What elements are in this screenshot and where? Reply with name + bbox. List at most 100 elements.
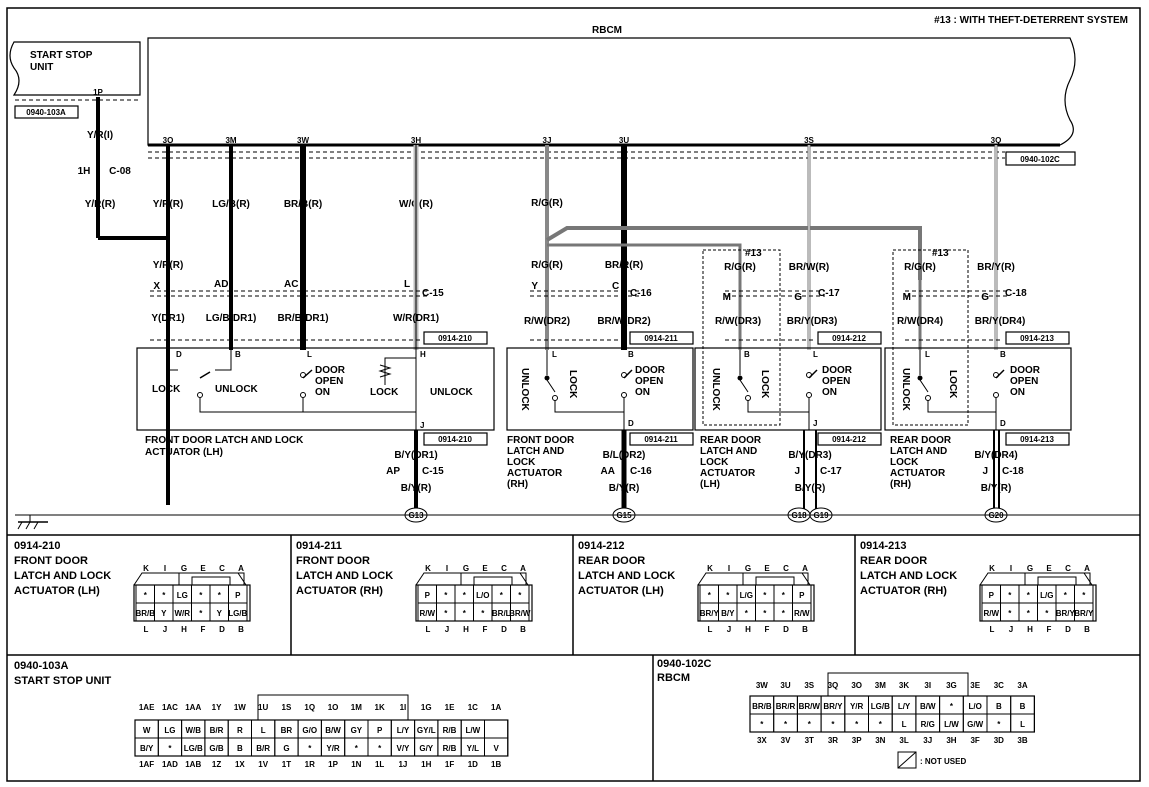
- pin-label: E: [1046, 564, 1052, 573]
- lh-pin-b: B: [235, 350, 241, 359]
- rr-label-2: LATCH AND: [890, 446, 947, 457]
- ssu-title-1: START STOP: [30, 50, 93, 61]
- pin-label: 1H: [421, 760, 431, 769]
- pin-label: L: [990, 625, 995, 634]
- pin-color: *: [1008, 609, 1012, 618]
- rh-out-jc: C-16: [630, 466, 652, 477]
- rh-label-1: FRONT DOOR: [507, 435, 575, 446]
- rl-label-1: REAR DOOR: [700, 435, 762, 446]
- connector-name: REAR DOOR: [578, 555, 645, 567]
- pin-label: 3X: [757, 736, 767, 745]
- rl-label-4: ACTUATOR: [700, 468, 756, 479]
- rl-conn: 0914-212: [832, 334, 866, 343]
- pin-label: K: [143, 564, 149, 573]
- pin-color: *: [355, 744, 359, 753]
- connector-name: ACTUATOR (LH): [14, 585, 100, 597]
- pin-label: 1U: [258, 703, 268, 712]
- rbcm-pin-3s: 3S: [804, 136, 814, 145]
- pin-color: P: [989, 591, 995, 600]
- rr-jp2: G: [981, 292, 989, 303]
- pin-color: B/R: [210, 726, 224, 735]
- lh-actuator-box: [136, 347, 495, 431]
- pin-label: E: [482, 564, 488, 573]
- rbcm-pin-3j: 3J: [543, 136, 552, 145]
- rh-pin-d: D: [628, 419, 634, 428]
- pin-label: 1AE: [139, 703, 155, 712]
- pin-color: *: [168, 744, 172, 753]
- pin-color: B/Y: [140, 744, 154, 753]
- rh-pin-l: L: [552, 350, 557, 359]
- rl-label-3: LOCK: [700, 457, 729, 468]
- pin-label: 3T: [805, 736, 814, 745]
- ssu-name: START STOP UNIT: [14, 675, 111, 687]
- pin-color: B: [996, 702, 1002, 711]
- pin-color: *: [199, 609, 203, 618]
- pin-label: 1V: [258, 760, 268, 769]
- pin-label: 1T: [282, 760, 291, 769]
- pin-label: F: [483, 625, 488, 634]
- pin-color: R/W: [983, 609, 999, 618]
- pin-label: 3O: [851, 681, 862, 690]
- pin-label: H: [1027, 625, 1033, 634]
- pin-label: 1P: [328, 760, 338, 769]
- ssu-connector-id: 0940-103A: [26, 108, 66, 117]
- pin-color: *: [997, 720, 1001, 729]
- lh-out2: B/Y(R): [401, 483, 432, 494]
- pin-label: K: [989, 564, 995, 573]
- rh-actuator-box: [506, 347, 694, 431]
- pin-color: G/O: [302, 726, 317, 735]
- lh-out-jc: C-15: [422, 466, 444, 477]
- rl-jp2: G: [794, 292, 802, 303]
- connector-code: 0914-212: [578, 540, 625, 552]
- pin-label: C: [1065, 564, 1071, 573]
- rl-label-2: LATCH AND: [700, 446, 757, 457]
- pin-color: *: [444, 591, 448, 600]
- rr-label-1: REAR DOOR: [890, 435, 952, 446]
- rbcm-pin-3w: 3W: [297, 136, 309, 145]
- lh-lw3: BR/B(DR1): [277, 313, 328, 324]
- rh-wt2: BR/R(R): [605, 260, 643, 271]
- lh-lock2: LOCK: [370, 387, 399, 398]
- pin-label: I: [446, 564, 448, 573]
- pin-color: *: [782, 609, 786, 618]
- rbcm-pin-3h: 3H: [411, 136, 421, 145]
- pin-color: *: [481, 609, 485, 618]
- pin-color: *: [1082, 591, 1086, 600]
- pin-label: J: [727, 625, 731, 634]
- pin-label: C: [501, 564, 507, 573]
- pin-label: 1Z: [212, 760, 221, 769]
- rh-jp2: C: [612, 281, 619, 292]
- pin-color: *: [378, 744, 382, 753]
- pin-label: 1E: [445, 703, 455, 712]
- pin-label: L: [708, 625, 713, 634]
- rbcm-pin-3o: 3O: [163, 136, 174, 145]
- pin-color: *: [760, 720, 764, 729]
- pin-color: W/R: [174, 609, 190, 618]
- connector-name: LATCH AND LOCK: [14, 570, 111, 582]
- pin-label: 1Y: [212, 703, 222, 712]
- rr-pin-d: D: [1000, 419, 1006, 428]
- pin-label: A: [802, 564, 808, 573]
- rbcm-pin-3u: 3U: [619, 136, 629, 145]
- pin-label: 1AA: [185, 703, 201, 712]
- pin-label: H: [463, 625, 469, 634]
- pin-label: 1D: [468, 760, 478, 769]
- ssu-joint-conn: C-08: [109, 166, 131, 177]
- pin-label: C: [783, 564, 789, 573]
- pin-color: *: [879, 720, 883, 729]
- lh-door-1: DOOR: [315, 365, 346, 376]
- rl-door-3: ON: [822, 387, 837, 398]
- rr-out1: B/Y(DR4): [974, 450, 1017, 461]
- pin-label: 1C: [468, 703, 478, 712]
- lh-wire-mid: Y/R(R): [153, 260, 184, 271]
- pin-color: *: [1045, 609, 1049, 618]
- pin-color: G: [283, 744, 289, 753]
- rh-lw2: BR/W(DR2): [597, 316, 650, 327]
- lh-front-door-circuit: Y/R(R) X AD AC L C-15 Y(DR1) LG/B(DR1) B…: [136, 145, 495, 523]
- rr-door-2: OPEN: [1010, 376, 1038, 387]
- lh-door-3: ON: [315, 387, 330, 398]
- rr-label-4: ACTUATOR: [890, 468, 946, 479]
- connector-name: ACTUATOR (RH): [860, 585, 947, 597]
